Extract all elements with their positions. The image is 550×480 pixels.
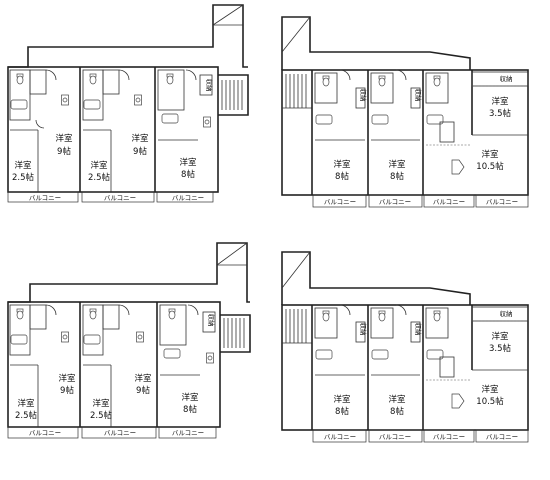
balcony-label: バルコニー <box>29 429 61 437</box>
room-label-western: 洋室 <box>333 159 351 170</box>
room-label-western: 洋室 <box>481 149 499 160</box>
room-label-western: 洋室 <box>134 373 152 384</box>
balcony-label: バルコニー <box>104 429 136 437</box>
room-size: 2.5帖 <box>15 410 38 421</box>
room-label-western: 洋室 <box>58 373 76 384</box>
storage-label: 収納 <box>414 323 423 336</box>
balcony-label: バルコニー <box>324 433 356 441</box>
room-label-western: 洋室 <box>181 392 199 403</box>
room-size: 2.5帖 <box>12 172 35 183</box>
room-label-western: 洋室 <box>90 160 108 171</box>
room-size: 9帖 <box>133 146 147 157</box>
storage-label: 収納 <box>414 89 423 102</box>
balcony-label: バルコニー <box>172 194 204 202</box>
storage-label: 収納 <box>359 323 368 336</box>
room-size: 8帖 <box>181 169 195 180</box>
room-size: 10.5帖 <box>476 161 504 172</box>
room-size: 2.5帖 <box>90 410 113 421</box>
balcony-label: バルコニー <box>433 198 465 206</box>
room-label-western: 洋室 <box>131 133 149 144</box>
balcony-label: バルコニー <box>379 433 411 441</box>
room-size: 8帖 <box>390 406 404 417</box>
storage-label: 収納 <box>500 74 513 83</box>
room-label-western: 洋室 <box>92 398 110 409</box>
storage-label: 収納 <box>207 314 216 327</box>
room-label-western: 洋室 <box>388 394 406 405</box>
room-label-western: 洋室 <box>491 96 509 107</box>
room-size: 9帖 <box>136 385 150 396</box>
storage-label: 収納 <box>500 309 513 318</box>
storage-label: 収納 <box>359 89 368 102</box>
entrance-arrow-icon <box>451 393 465 409</box>
room-size: 9帖 <box>57 146 71 157</box>
room-size: 8帖 <box>335 406 349 417</box>
room-size: 10.5帖 <box>476 396 504 407</box>
storage-label: 収納 <box>205 79 214 92</box>
room-size: 8帖 <box>183 404 197 415</box>
balcony-label: バルコニー <box>433 433 465 441</box>
room-label-western: 洋室 <box>14 160 32 171</box>
room-size: 8帖 <box>390 171 404 182</box>
plan-bottom-right: 収納 収納 収納 洋室 3.5帖 洋室 8帖 洋室 8帖 洋室 10.5帖 バル… <box>281 251 529 443</box>
room-size: 9帖 <box>60 385 74 396</box>
room-size: 3.5帖 <box>489 108 512 119</box>
plan-top-right: 収納 収納 収納 洋室 3.5帖 洋室 8帖 洋室 8帖 洋室 10.5帖 バル… <box>281 16 529 208</box>
balcony-label: バルコニー <box>324 198 356 206</box>
room-label-western: 洋室 <box>55 133 73 144</box>
room-label-western: 洋室 <box>481 384 499 395</box>
balcony-label: バルコニー <box>379 198 411 206</box>
balcony-label: バルコニー <box>104 194 136 202</box>
balcony-label: バルコニー <box>172 429 204 437</box>
plan-top-left: 洋室 9帖 洋室 2.5帖 洋室 9帖 洋室 2.5帖 洋室 8帖 収納 バルコ… <box>7 4 249 203</box>
plan-bottom-left: 洋室 9帖 洋室 2.5帖 洋室 9帖 洋室 2.5帖 洋室 8帖 収納 バルコ… <box>7 242 251 439</box>
room-label-western: 洋室 <box>333 394 351 405</box>
room-label-western: 洋室 <box>17 398 35 409</box>
room-label-western: 洋室 <box>179 157 197 168</box>
balcony-label: バルコニー <box>486 433 518 441</box>
room-size: 3.5帖 <box>489 343 512 354</box>
room-label-western: 洋室 <box>388 159 406 170</box>
balcony-label: バルコニー <box>486 198 518 206</box>
room-size: 8帖 <box>335 171 349 182</box>
entrance-arrow-icon <box>451 159 465 175</box>
room-size: 2.5帖 <box>88 172 111 183</box>
room-label-western: 洋室 <box>491 331 509 342</box>
balcony-label: バルコニー <box>29 194 61 202</box>
